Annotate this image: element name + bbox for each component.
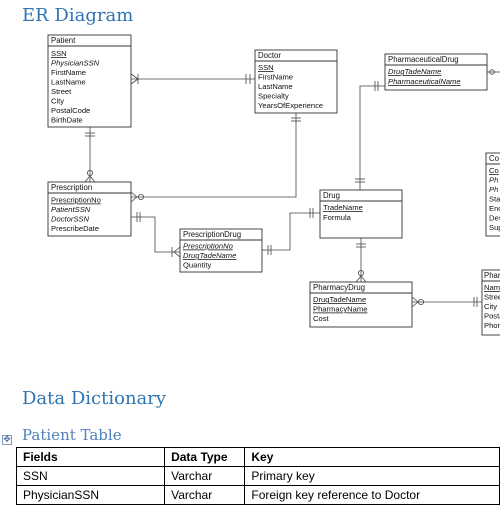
entity-field: Enc (489, 204, 500, 213)
entity-field: Quantity (183, 261, 211, 270)
entity-field: Co (489, 166, 499, 175)
rel-doctor-prescription (131, 113, 297, 198)
entity-field: PrescribeDate (51, 224, 99, 233)
entity-field: Sta (489, 195, 500, 204)
table-row: SSN Varchar Primary key (15, 466, 500, 486)
table-cell: SSN (15, 466, 166, 486)
entity-field: DrugTadeName (388, 67, 441, 76)
entity-field: LastName (258, 82, 293, 91)
entity-field: Ph (489, 176, 498, 185)
entity-title: PharmacyDrug (313, 283, 365, 292)
entity-field: Des (489, 214, 500, 223)
entity-field: Posta (484, 312, 500, 321)
data-dictionary-heading: Data Dictionary (22, 388, 167, 409)
patient-table: Fields Data Type Key SSN Varchar Primary… (15, 447, 500, 505)
rel-prescription-prescriptiondrug (131, 216, 180, 253)
entity-title: Phar (484, 271, 500, 280)
entity-field: City (484, 302, 497, 311)
entity-drug: Drug TradeName Formula (319, 189, 403, 239)
entity-field: BirthDate (51, 116, 83, 125)
entity-title: PrescriptionDrug (183, 230, 241, 239)
entity-title: Patient (51, 36, 76, 45)
entity-field: DoctorSSN (51, 215, 89, 224)
entity-field: PatientSSN (51, 205, 91, 214)
entity-title: Co (489, 154, 500, 163)
entity-pharmacy-drug: PharmacyDrug DrugTadeName PharmacyName C… (309, 281, 413, 328)
entity-field: FirstName (258, 73, 293, 82)
table-header-row: Fields Data Type Key (15, 447, 500, 467)
table-row: PhysicianSSN Varchar Foreign key referen… (15, 485, 500, 505)
entity-field: FirstName (51, 68, 86, 77)
entity-field: LastName (51, 78, 86, 87)
entity-field: Phon (484, 321, 500, 330)
entity-field: Cost (313, 314, 330, 323)
column-header: Data Type (164, 447, 246, 467)
entity-field: PharmacyName (313, 305, 367, 314)
entity-patient: Patient SSN PhysicianSSN FirstName LastN… (47, 34, 132, 128)
patient-table-heading: Patient Table (22, 426, 122, 444)
table-cell: Varchar (164, 466, 246, 486)
entity-field: SSN (51, 49, 67, 58)
entity-field: Formula (323, 213, 352, 222)
entity-field: PharmaceuticalName (388, 77, 461, 86)
move-handle-icon[interactable]: ✥ (2, 435, 12, 445)
table-cell: Foreign key reference to Doctor (244, 485, 500, 505)
er-diagram: Patient SSN PhysicianSSN FirstName LastN… (47, 34, 500, 336)
column-header: Fields (15, 447, 166, 467)
entity-field: DrugTadeName (183, 251, 236, 260)
entity-field: Nam (484, 283, 500, 292)
entity-prescription: Prescription PrescriptionNo PatientSSN D… (47, 181, 132, 237)
entity-field: DrugTadeName (313, 295, 366, 304)
table-cell: Varchar (164, 485, 246, 505)
entity-field: Sup (489, 223, 500, 232)
entity-company-partial: Co Co Ph Ph Sta Enc Des Sup (485, 152, 500, 237)
entity-field: PhysicianSSN (51, 59, 100, 68)
entity-field: Stree (484, 293, 500, 302)
table-cell: Primary key (244, 466, 500, 486)
entity-field: Street (51, 87, 72, 96)
entity-field: YearsOfExperience (258, 101, 323, 110)
entity-pharmacy-partial: Phar Nam Stree City Posta Phon (481, 269, 500, 336)
entity-field: PrescriptionNo (183, 242, 233, 251)
entity-prescription-drug: PrescriptionDrug PrescriptionNo DrugTade… (179, 228, 263, 273)
entity-pharmaceutical-drug: PharmaceuticalDrug DrugTadeName Pharmace… (384, 53, 488, 91)
entity-field: Specialty (258, 92, 289, 101)
entity-title: Prescription (51, 183, 92, 192)
entity-doctor: Doctor SSN FirstName LastName Specialty … (254, 49, 338, 114)
table-cell: PhysicianSSN (15, 485, 166, 505)
entity-field: City (51, 97, 64, 106)
rel-pharmaceuticaldrug-drug (359, 85, 385, 190)
column-header: Key (244, 447, 500, 467)
entity-field: TradeName (323, 203, 363, 212)
rel-drug-prescriptiondrug (262, 212, 320, 251)
entity-title: PharmaceuticalDrug (388, 55, 459, 64)
entity-title: Doctor (258, 51, 281, 60)
entity-field: PostalCode (51, 106, 90, 115)
entity-field: SSN (258, 63, 274, 72)
entity-field: PrescriptionNo (51, 196, 101, 205)
entity-title: Drug (323, 191, 340, 200)
relationship-lines (84, 69, 500, 308)
entity-field: Ph (489, 185, 498, 194)
er-diagram-heading: ER Diagram (22, 5, 134, 26)
